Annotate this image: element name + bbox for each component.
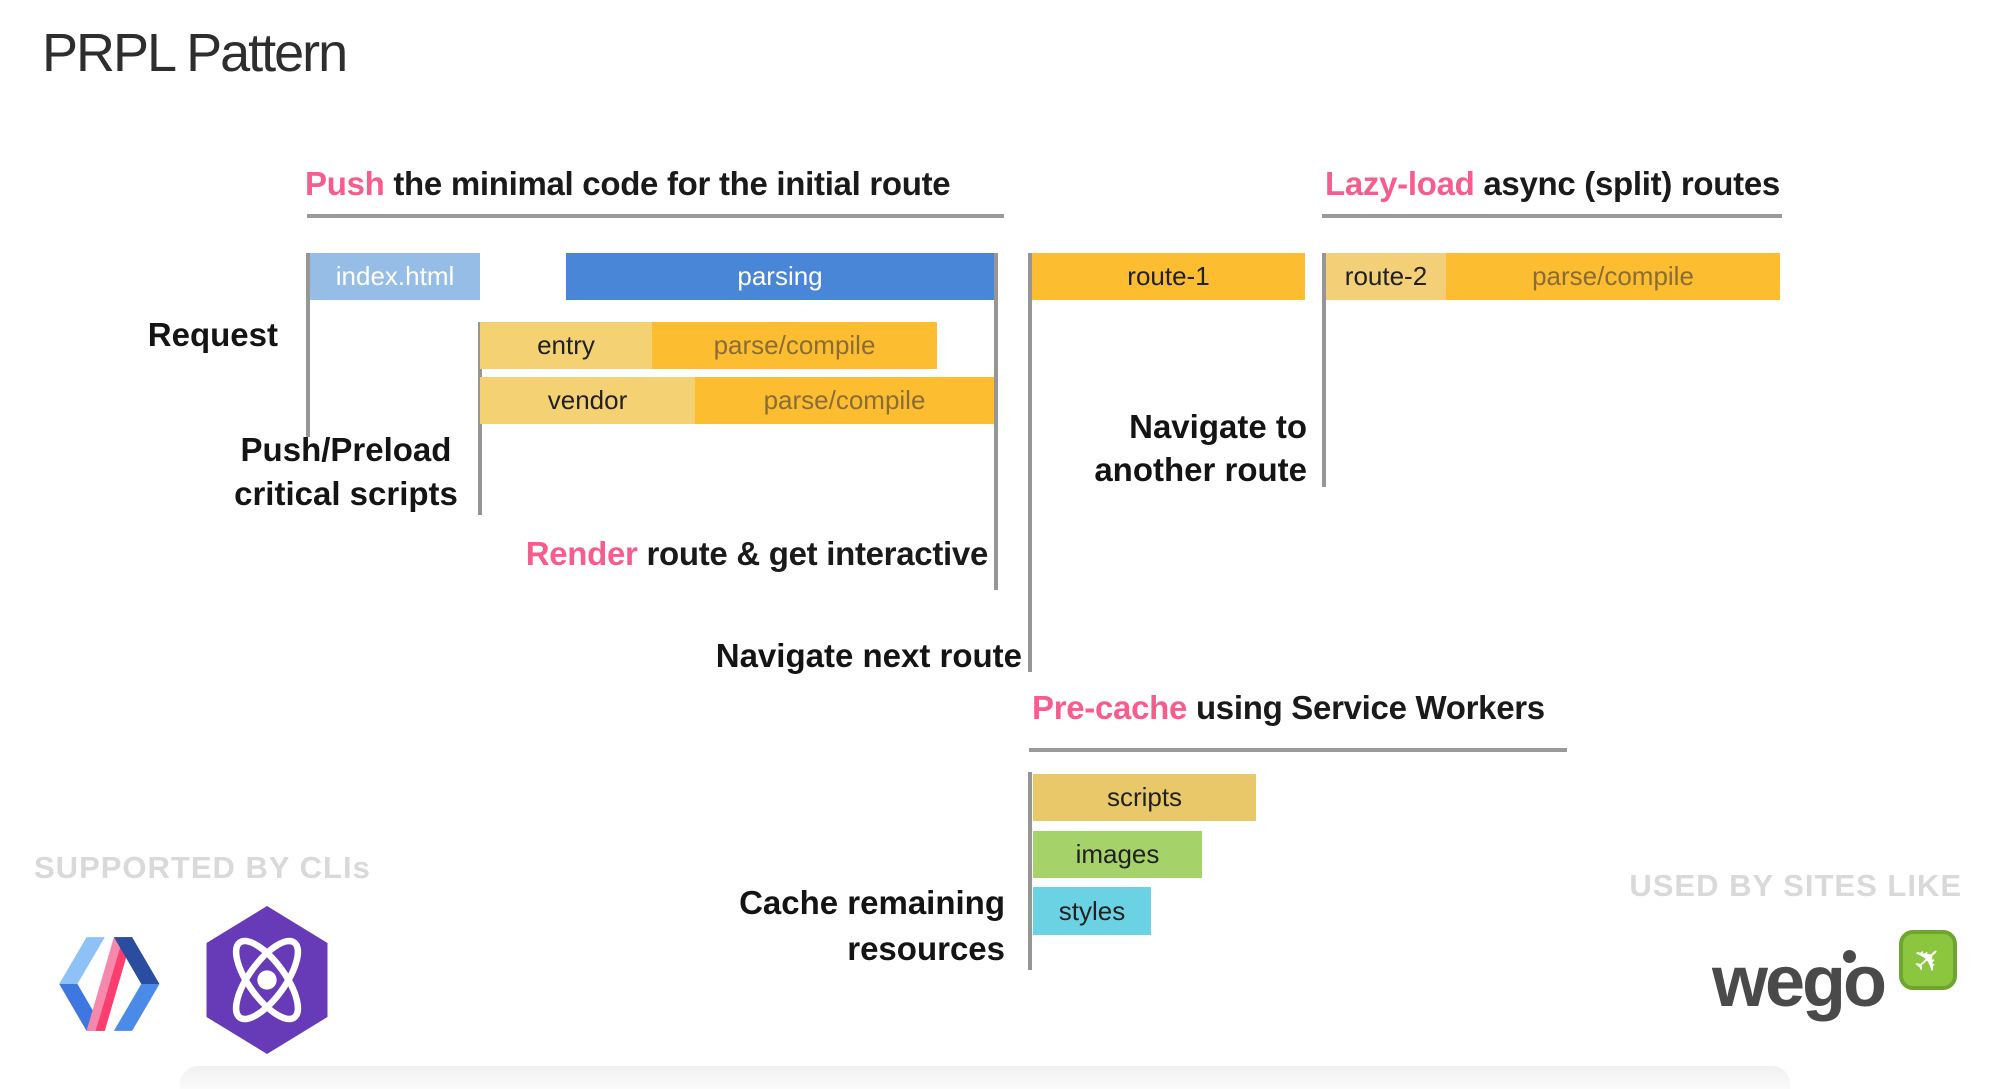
heading-pre-cache-rest: using Service Workers (1187, 689, 1545, 726)
heading-render-rest: route & get interactive (637, 535, 988, 572)
heading-pre-cache: Pre-cache using Service Workers (1032, 690, 1545, 726)
timeline-line-render (994, 253, 998, 590)
timeline-line-pre-cache (1028, 772, 1032, 970)
bar-vendor: vendor (480, 377, 695, 424)
timeline-line-request (306, 253, 310, 437)
heading-push-rest: the minimal code for the initial route (384, 165, 951, 202)
heading-render: Render route & get interactive (525, 535, 989, 572)
bar-vendor-parse-compile: parse/compile (695, 377, 994, 424)
heading-render-accent: Render (525, 535, 638, 572)
bar-route-1: route-1 (1032, 253, 1305, 300)
heading-lazy-load: Lazy-load async (split) routes (1325, 166, 1780, 202)
heading-push-accent: Push (305, 165, 385, 202)
label-request: Request (147, 316, 278, 353)
wego-logo-dot (1843, 950, 1856, 963)
preact-cli-logo-icon (206, 906, 328, 1054)
airplane-icon: ✈ (1904, 936, 1952, 984)
bar-entry-parse-compile: parse/compile (652, 322, 937, 369)
heading-push: Push the minimal code for the initial ro… (305, 165, 951, 202)
bar-images: images (1033, 831, 1202, 878)
heading-lazy-rest: async (split) routes (1474, 165, 1780, 202)
label-push-preload: Push/Preload critical scripts (234, 431, 458, 512)
bar-styles: styles (1033, 887, 1151, 935)
wego-logo-badge: ✈ (1899, 930, 1957, 990)
heading-pre-cache-accent: Pre-cache (1032, 689, 1188, 726)
heading-lazy-accent: Lazy-load (1325, 165, 1475, 202)
supported-by-clis-label: SUPPORTED BY CLIs (34, 850, 371, 885)
bottom-band (180, 1066, 1790, 1089)
bar-scripts: scripts (1033, 774, 1256, 821)
timeline-line-navigate-another (1322, 253, 1326, 487)
timeline-line-navigate-next (1028, 253, 1032, 672)
underline-push (307, 214, 1004, 218)
bar-parsing: parsing (566, 253, 994, 300)
page-title: PRPL Pattern (42, 23, 348, 83)
label-cache-remaining: Cache remaining resources (739, 884, 1005, 967)
label-navigate-another-route: Navigate to another route (1094, 408, 1307, 488)
bar-route-2: route-2 (1326, 253, 1446, 300)
bar-route-2-parse-compile: parse/compile (1446, 253, 1780, 300)
used-by-sites-label: USED BY SITES LIKE (1629, 868, 1962, 903)
bar-index-html: index.html (310, 253, 480, 300)
underline-lazy-load (1322, 214, 1782, 218)
bar-entry: entry (480, 322, 652, 369)
polymer-cli-logo-icon (59, 937, 160, 1031)
underline-pre-cache (1029, 748, 1567, 752)
wego-logo-text: wego (1712, 942, 1887, 1022)
label-navigate-next-route: Navigate next route (715, 637, 1022, 674)
